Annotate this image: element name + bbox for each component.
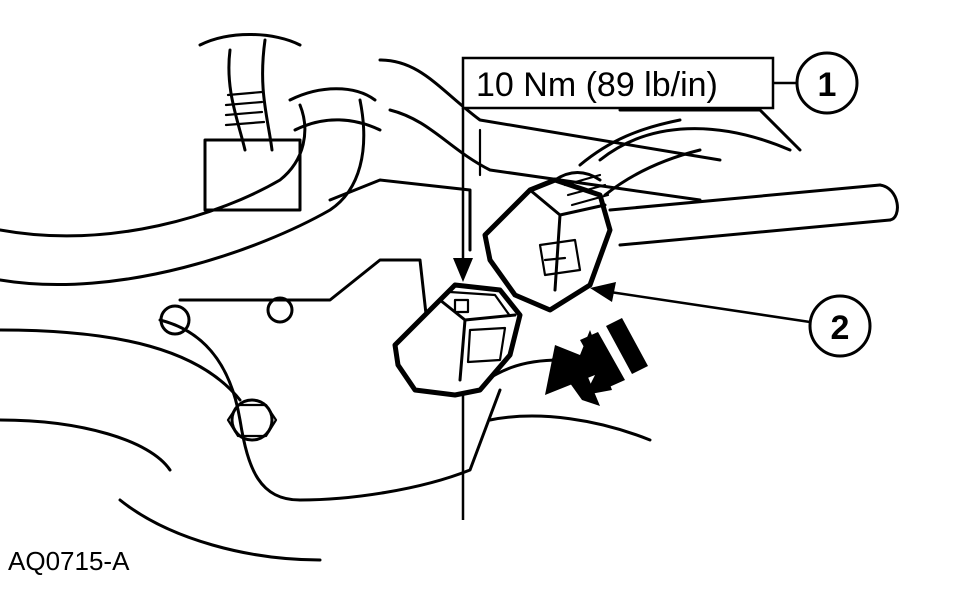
- torque-label: 10 Nm (89 lb/in): [476, 66, 718, 104]
- torque-leader-arrowhead: [453, 258, 473, 282]
- female-connector: [392, 282, 523, 398]
- figure-id: AQ0715-A: [8, 546, 130, 576]
- callout-2-arrowhead: [590, 282, 616, 302]
- callout-1-circle: [795, 51, 859, 115]
- callout-2: 2: [590, 282, 872, 358]
- callout-2-number: 2: [831, 309, 850, 347]
- engine-background: [0, 33, 899, 562]
- callout-2-circle: [808, 294, 872, 358]
- torque-callout: 10 Nm (89 lb/in): [453, 56, 797, 520]
- callout-2-leader-line: [609, 290, 811, 324]
- callout-1: 1: [795, 51, 859, 115]
- callout-1-number: 1: [818, 66, 837, 104]
- male-connector: [482, 118, 702, 313]
- assembly-direction-arrows: [545, 318, 648, 406]
